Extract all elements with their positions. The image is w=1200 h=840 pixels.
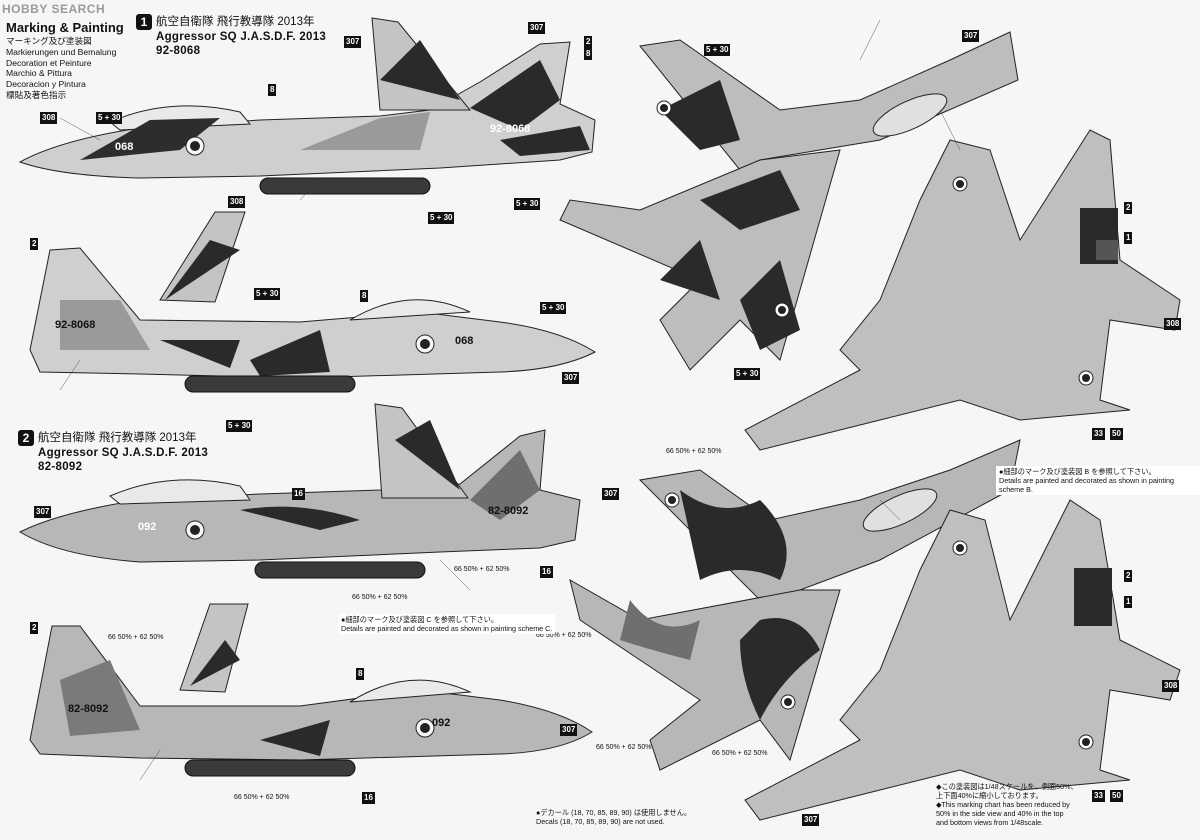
code-2-b: 2 — [30, 238, 39, 250]
lang-es: Decoracion y Pintura — [6, 79, 86, 90]
lang-jp: マーキング及び塗装図 — [6, 36, 92, 46]
code-307-c: 307 — [528, 22, 546, 34]
note-scheme-c: ●細部のマーク及び塗装図 C を参照して下さい。 Details are pai… — [338, 614, 556, 634]
code-5-30-h: 5 + 30 — [734, 368, 761, 380]
code-2-e: 2 — [1124, 570, 1133, 582]
scheme-1-en: Aggressor SQ J.A.S.D.F. 2013 — [156, 31, 327, 43]
code-307-i: 307 — [802, 814, 820, 826]
scheme-2-serial: 82-8092 — [38, 461, 83, 473]
note-scale: ◆この塗装図は1/48スケールを、側面50%、 上下面40%に縮小しております。… — [936, 782, 1078, 827]
lang-de: Markierungen und Bemalung — [6, 46, 117, 57]
scheme-2-jp: 航空自衛隊 飛行教導隊 2013年 — [38, 432, 197, 445]
note-decals-jp: ●デカール (18, 70, 85, 89, 90) は使用しません。 — [536, 808, 692, 817]
note-scheme-b-jp: ●細部のマーク及び塗装図 B を参照して下さい。 — [999, 467, 1156, 476]
code-307-f: 307 — [560, 724, 578, 736]
nose-number: 068 — [115, 141, 133, 153]
note-scheme-b: ●細部のマーク及び塗装図 B を参照して下さい。 Details are pai… — [996, 466, 1200, 495]
mix-label-a: 66 50% + 62 50% — [454, 566, 510, 573]
s2-tail-serial: 82-8092 — [488, 505, 528, 517]
scheme-1-bottom-view — [744, 129, 1181, 451]
code-307-h: 307 — [602, 488, 620, 500]
code-2-c: 2 — [30, 622, 39, 634]
code-33-b: 33 — [1092, 790, 1105, 802]
scheme-1-serial: 92-8068 — [156, 45, 201, 57]
code-8-a: 8 — [268, 84, 277, 96]
mix-label-g: 66 50% + 62 50% — [234, 794, 290, 801]
code-28-a: 16 — [540, 566, 553, 578]
scheme-2-en: Aggressor SQ J.A.S.D.F. 2013 — [38, 447, 209, 459]
note-decals-en: Decals (18, 70, 85, 89, 90) are not used… — [536, 817, 665, 826]
scheme-2-top-view — [569, 439, 1021, 771]
code-1-b: 1 — [1124, 596, 1133, 608]
scheme-2-number: 2 — [18, 430, 34, 446]
code-5-30-f: 5 + 30 — [226, 420, 253, 432]
scheme-2-heading: 2 航空自衛隊 飛行教導隊 2013年 Aggressor SQ J.A.S.D.… — [18, 430, 208, 474]
scheme-1-side-right: 068 92-8068 — [29, 211, 597, 393]
code-1-a: 1 — [1124, 232, 1133, 244]
lang-it: Marchio & Pittura — [6, 68, 72, 79]
note-scale-jp1: ◆この塗装図は1/48スケールを、側面50%、 — [936, 782, 1078, 791]
code-307-g: 307 — [962, 30, 980, 42]
mix-label-c: 66 50% + 62 50% — [666, 448, 722, 455]
mix-label-f: 66 50% + 62 50% — [712, 750, 768, 757]
code-307-e: 307 — [34, 506, 52, 518]
note-scheme-c-jp: ●細部のマーク及び塗装図 C を参照して下さい。 — [341, 615, 499, 624]
scheme-1-top-view — [559, 31, 1019, 371]
code-8-d: 8 — [356, 668, 365, 680]
lang-fr: Decoration et Peinture — [6, 57, 92, 68]
note-decals: ●デカール (18, 70, 85, 89, 90) は使用しません。 Deca… — [536, 808, 691, 826]
language-list: マーキング及び塗装図 Markierungen und Bemalung Dec… — [6, 36, 116, 101]
mix-label-e: 66 50% + 62 50% — [596, 744, 652, 751]
code-8-c: 8 — [360, 290, 369, 302]
code-308-c: 308 — [1162, 680, 1180, 692]
lang-cn: 標貼及著色指示 — [6, 89, 67, 100]
note-scale-jp2: 上下面40%に縮小しております。 — [936, 791, 1043, 800]
note-scale-en2: 50% in the side view and 40% in the top — [936, 809, 1064, 818]
code-5-30-g: 5 + 30 — [704, 44, 731, 56]
s2-nose-number: 092 — [138, 521, 156, 533]
scheme-1-side-left: 068 92-8068 — [18, 17, 596, 195]
callout-leaders — [59, 19, 961, 781]
code-2-a: 2 — [584, 36, 593, 48]
note-scheme-c-en: Details are painted and decorated as sho… — [341, 624, 553, 633]
scheme-2-bottom-view — [744, 499, 1181, 821]
s2-nose-number-right: 092 — [432, 717, 450, 729]
code-307-b: 307 — [344, 36, 362, 48]
scheme-1-number: 1 — [136, 14, 152, 30]
tail-serial-right: 92-8068 — [55, 319, 95, 331]
code-5-30-c: 5 + 30 — [514, 198, 541, 210]
tail-serial: 92-8068 — [490, 123, 530, 135]
code-33-a: 33 — [1092, 428, 1105, 440]
code-16-a: 16 — [292, 488, 305, 500]
scheme-2-side-right: 092 82-8092 — [29, 603, 593, 777]
code-50-a: 50 — [1110, 428, 1123, 440]
mix-label-b: 66 50% + 62 50% — [352, 594, 408, 601]
code-308-b: 308 — [1164, 318, 1182, 330]
scheme-1-jp: 航空自衛隊 飛行教導隊 2013年 — [156, 16, 315, 29]
code-50-b: 50 — [1110, 790, 1123, 802]
mix-label-d: 66 50% + 62 50% — [536, 632, 592, 639]
s2-tail-serial-right: 82-8092 — [68, 703, 108, 715]
code-8-b: 8 — [584, 48, 593, 60]
code-5-30-e: 5 + 30 — [540, 302, 567, 314]
watermark: HOBBY SEARCH — [2, 2, 106, 16]
scheme-1-heading: 1 航空自衛隊 飛行教導隊 2013年 Aggressor SQ J.A.S.D.… — [136, 14, 326, 58]
note-scale-en1: ◆This marking chart has been reduced by — [936, 800, 1070, 809]
code-5-30-d: 5 + 30 — [254, 288, 281, 300]
code-308-a: 308 — [228, 196, 246, 208]
code-5-30-b: 5 + 30 — [428, 212, 455, 224]
code-307-d: 307 — [562, 372, 580, 384]
mix-label-h: 66 50% + 62 50% — [108, 634, 164, 641]
code-5-30-a: 5 + 30 — [96, 112, 123, 124]
note-scheme-b-en: Details are painted and decorated as sho… — [999, 476, 1175, 494]
note-scale-en3: and bottom views from 1/48scale. — [936, 818, 1044, 827]
code-16-b: 16 — [362, 792, 375, 804]
code-307-a: 308 — [40, 112, 58, 124]
code-2-d: 2 — [1124, 202, 1133, 214]
nose-number-right: 068 — [455, 335, 473, 347]
chart-title: Marking & Painting — [6, 20, 124, 35]
